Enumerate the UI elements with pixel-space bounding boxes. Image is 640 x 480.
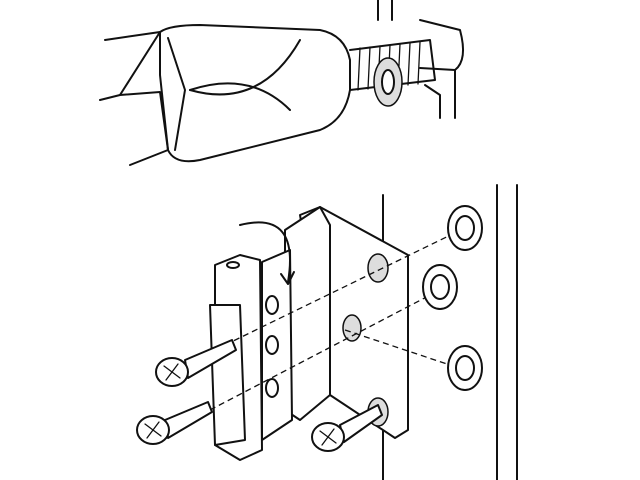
screwdriver-icon (99, 24, 351, 166)
screw-icon (136, 401, 213, 445)
hinge-edge-icon (377, 0, 465, 119)
rotation-arrow-icon (239, 221, 295, 285)
screw-icon (311, 404, 383, 452)
alignment-lines (209, 227, 466, 411)
washer-icon (447, 205, 483, 251)
screw-icon (155, 339, 237, 387)
washer-icon (447, 345, 483, 391)
hinge-bracket-icon (209, 206, 409, 461)
washer-icon (373, 57, 403, 107)
washer-icon (422, 264, 458, 310)
